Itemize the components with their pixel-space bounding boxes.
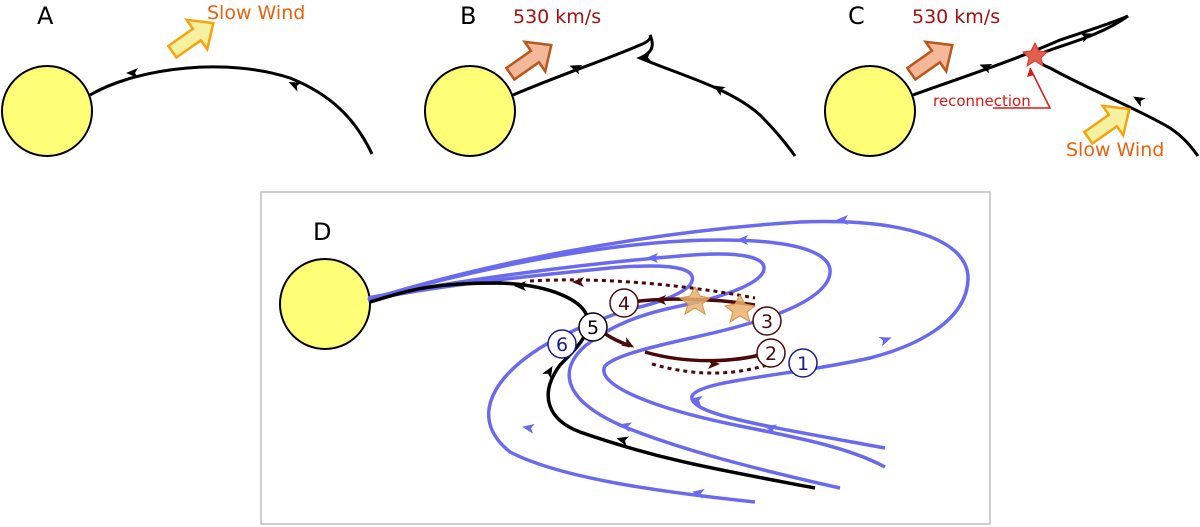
- slow-wind-label-a: Slow Wind: [207, 2, 305, 24]
- panel-b-label: B: [460, 2, 476, 30]
- panel-d: D: [260, 191, 991, 525]
- sun-c: [824, 65, 916, 157]
- reconnection-star-c: [1021, 41, 1049, 68]
- marker-2: 2: [756, 338, 786, 368]
- panel-c: C reconnection 530 km/s Slow Wind: [824, 2, 1200, 161]
- marker-4: 4: [609, 288, 639, 318]
- panel-d-label: D: [313, 218, 331, 246]
- marker-3: 3: [752, 306, 782, 336]
- field-line-b: [512, 34, 797, 157]
- panel-a-label: A: [37, 2, 54, 30]
- field-arrow-a2: [288, 82, 302, 92]
- blue-line-2: [367, 238, 886, 469]
- sun-b: [424, 65, 516, 157]
- fast-wind-arrow-b: [504, 40, 553, 82]
- blue-field-arrows: [522, 215, 892, 499]
- reconnection-star-d2: [723, 293, 757, 324]
- fast-wind-arrow-c: [905, 40, 954, 82]
- reconnection-label: reconnection: [933, 92, 1031, 110]
- slow-wind-arrow-c: [1082, 104, 1131, 146]
- reconnection-pointer-head: [1027, 68, 1034, 77]
- blue-line-3: [367, 252, 841, 490]
- svg-text:4: 4: [618, 293, 630, 315]
- panel-c-label: C: [848, 2, 865, 30]
- panel-d-frame: [260, 191, 991, 525]
- slow-wind-arrow-a: [166, 18, 215, 60]
- svg-text:2: 2: [765, 343, 777, 365]
- panel-a: A Slow Wind: [1, 2, 374, 157]
- svg-text:3: 3: [761, 311, 773, 333]
- reconnection-star-d1: [678, 285, 712, 316]
- field-line-c: [912, 14, 1200, 157]
- dark-dotted-top: [529, 278, 756, 300]
- field-arrow-c2: [1079, 33, 1093, 43]
- svg-text:1: 1: [797, 353, 809, 375]
- black-arrow-d2: [542, 365, 553, 379]
- black-arrow-d3: [616, 436, 630, 447]
- svg-text:6: 6: [556, 334, 568, 356]
- slow-wind-label-c: Slow Wind: [1066, 139, 1164, 161]
- field-arrow-b1: [569, 65, 583, 75]
- dark-dotted-lower: [651, 362, 771, 375]
- sun-a: [1, 65, 93, 157]
- field-line-a: [89, 65, 374, 155]
- reconnection-pointer: [993, 67, 1052, 109]
- svg-text:5: 5: [587, 317, 599, 339]
- speed-label-b: 530 km/s: [513, 6, 601, 28]
- dark-arrow-3: [621, 337, 635, 348]
- field-arrow-c3: [1132, 96, 1146, 107]
- marker-1: 1: [788, 348, 818, 378]
- panel-b: B 530 km/s: [424, 2, 797, 157]
- field-arrow-b2: [712, 85, 726, 96]
- sun-d: [279, 258, 371, 350]
- field-arrow-c1: [979, 64, 993, 74]
- marker-6: 6: [547, 329, 577, 359]
- dark-line-lower: [644, 350, 771, 363]
- speed-label-c: 530 km/s: [912, 6, 1000, 28]
- marker-5: 5: [578, 312, 608, 342]
